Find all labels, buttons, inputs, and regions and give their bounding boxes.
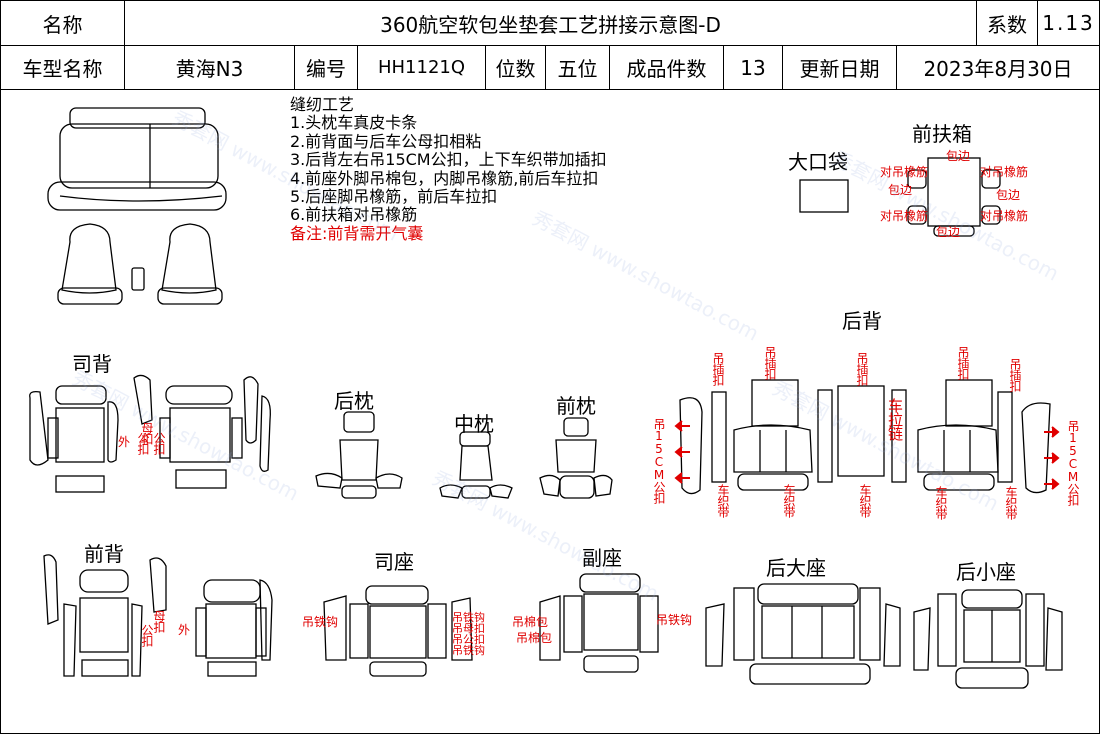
note-item: 6.前扶箱对吊橡筋	[290, 205, 418, 225]
model-value: 黄海N3	[125, 46, 295, 90]
note-item: 1.头枕车真皮卡条	[290, 113, 418, 133]
code-value: HH1121Q	[358, 46, 486, 90]
hang-buckle-note: 吊插扣	[1008, 358, 1022, 391]
male-buckle-note: 公扣	[140, 624, 154, 646]
notes-title: 缝纫工艺	[290, 95, 355, 114]
label-rear-big-seat: 后大座	[766, 556, 826, 580]
hang-hook-note: 吊铁钩	[656, 613, 693, 627]
rear-bench-preview	[47, 107, 227, 211]
hang-hook-note: 吊铁钩	[302, 615, 339, 629]
label-rear-headrest: 后枕	[334, 389, 374, 413]
rear-small-seat-pattern	[913, 589, 1063, 689]
label-passenger-seat: 副座	[582, 546, 622, 570]
driver-back-pattern	[29, 374, 271, 493]
armrest-bottom-note: 包边	[936, 225, 961, 239]
header-name-label: 名称	[1, 1, 125, 46]
note-item: 4.前座外脚吊棉包，内脚吊橡筋,前后车拉扣	[290, 168, 599, 188]
driver-seat-side-notes: 吊铁钩吊母扣吊公扣吊铁钩	[452, 611, 485, 657]
pieces-label: 成品件数	[610, 46, 724, 90]
front-back-pattern	[43, 554, 273, 677]
male-buckle-note: 公扣	[152, 432, 166, 454]
date-label: 更新日期	[783, 46, 897, 90]
label-driver-back: 司背	[72, 352, 112, 376]
seats-value: 五位	[546, 46, 610, 90]
armrest-right-note-1: 对吊橡筋	[980, 165, 1029, 179]
label-front-headrest: 前枕	[556, 394, 596, 418]
date-value: 2023年8月30日	[897, 46, 1099, 90]
car-strap-note: 车织带	[858, 484, 872, 517]
code-label: 编号	[295, 46, 358, 90]
pieces-value: 13	[724, 46, 783, 90]
label-driver-seat: 司座	[374, 550, 414, 574]
armrest-top-note: 包边	[946, 149, 971, 163]
car-zipper-note: 车拉链	[886, 398, 904, 440]
rear-big-seat-pattern	[705, 583, 901, 685]
label-front-back: 前背	[84, 542, 124, 566]
armrest-right-note-3: 对吊橡筋	[980, 209, 1029, 223]
car-strap-note: 车织带	[782, 484, 796, 517]
armrest-left-note-2: 包边	[888, 183, 913, 197]
car-strap-note: 车织带	[716, 484, 730, 517]
label-rear-back: 后背	[842, 309, 882, 333]
coef-label: 系数	[977, 1, 1038, 46]
note-item: 2.前背面与后车公母扣相粘	[290, 131, 482, 151]
note-item: 3.后背左右吊15CM公扣，上下车织带加插扣	[290, 150, 607, 170]
outer-note: 外	[178, 623, 191, 637]
outer-note: 外	[118, 435, 131, 449]
driver-seat-pattern	[323, 585, 473, 677]
front-armrest-pattern	[907, 157, 1001, 237]
hang-cotton-note: 吊棉包	[516, 631, 553, 645]
car-strap-note: 车织带	[934, 486, 948, 519]
front-seat-previews	[57, 223, 223, 305]
rear-hang-15-note: 吊15CM公扣	[652, 418, 666, 503]
hang-buckle-note: 吊插扣	[711, 352, 725, 385]
passenger-seat-pattern	[539, 573, 659, 673]
male-buckle-note: 公扣	[136, 432, 150, 454]
drawing-title: 360航空软包坐垫套工艺拼接示意图-D	[125, 1, 977, 46]
hang-cotton-note: 吊棉包	[512, 615, 549, 629]
female-buckle-note: 母扣	[140, 422, 154, 444]
process-notes: 缝纫工艺 1.头枕车真皮卡条 2.前背面与后车公母扣相粘 3.后背左右吊15CM…	[290, 95, 607, 243]
rear-hang-15-note: 吊15CM公扣	[1066, 420, 1080, 505]
armrest-left-note-3: 对吊橡筋	[880, 209, 929, 223]
notes-remark: 备注:前背需开气囊	[290, 223, 424, 243]
seats-label: 位数	[486, 46, 546, 90]
note-item: 5.后座脚吊橡筋，前后车拉扣	[290, 187, 498, 207]
rear-back-pattern	[679, 379, 1051, 495]
hang-buckle-note: 吊插扣	[956, 346, 970, 379]
armrest-left-note-1: 对吊橡筋	[880, 165, 929, 179]
big-pocket-shape	[799, 179, 849, 213]
hang-buckle-note: 吊插扣	[763, 346, 777, 379]
label-big-pocket: 大口袋	[788, 150, 848, 174]
armrest-right-note-2: 包边	[996, 188, 1021, 202]
coef-value: 1.13	[1038, 1, 1099, 46]
female-buckle-note: 母扣	[152, 610, 166, 632]
rear-back-arrows	[674, 420, 1060, 490]
model-label: 车型名称	[1, 46, 125, 90]
car-strap-note: 车织带	[1004, 486, 1018, 519]
label-rear-small-seat: 后小座	[956, 560, 1016, 584]
headrest-patterns	[315, 411, 613, 499]
label-front-armrest: 前扶箱	[912, 122, 972, 146]
hang-buckle-note: 吊插扣	[855, 352, 869, 385]
